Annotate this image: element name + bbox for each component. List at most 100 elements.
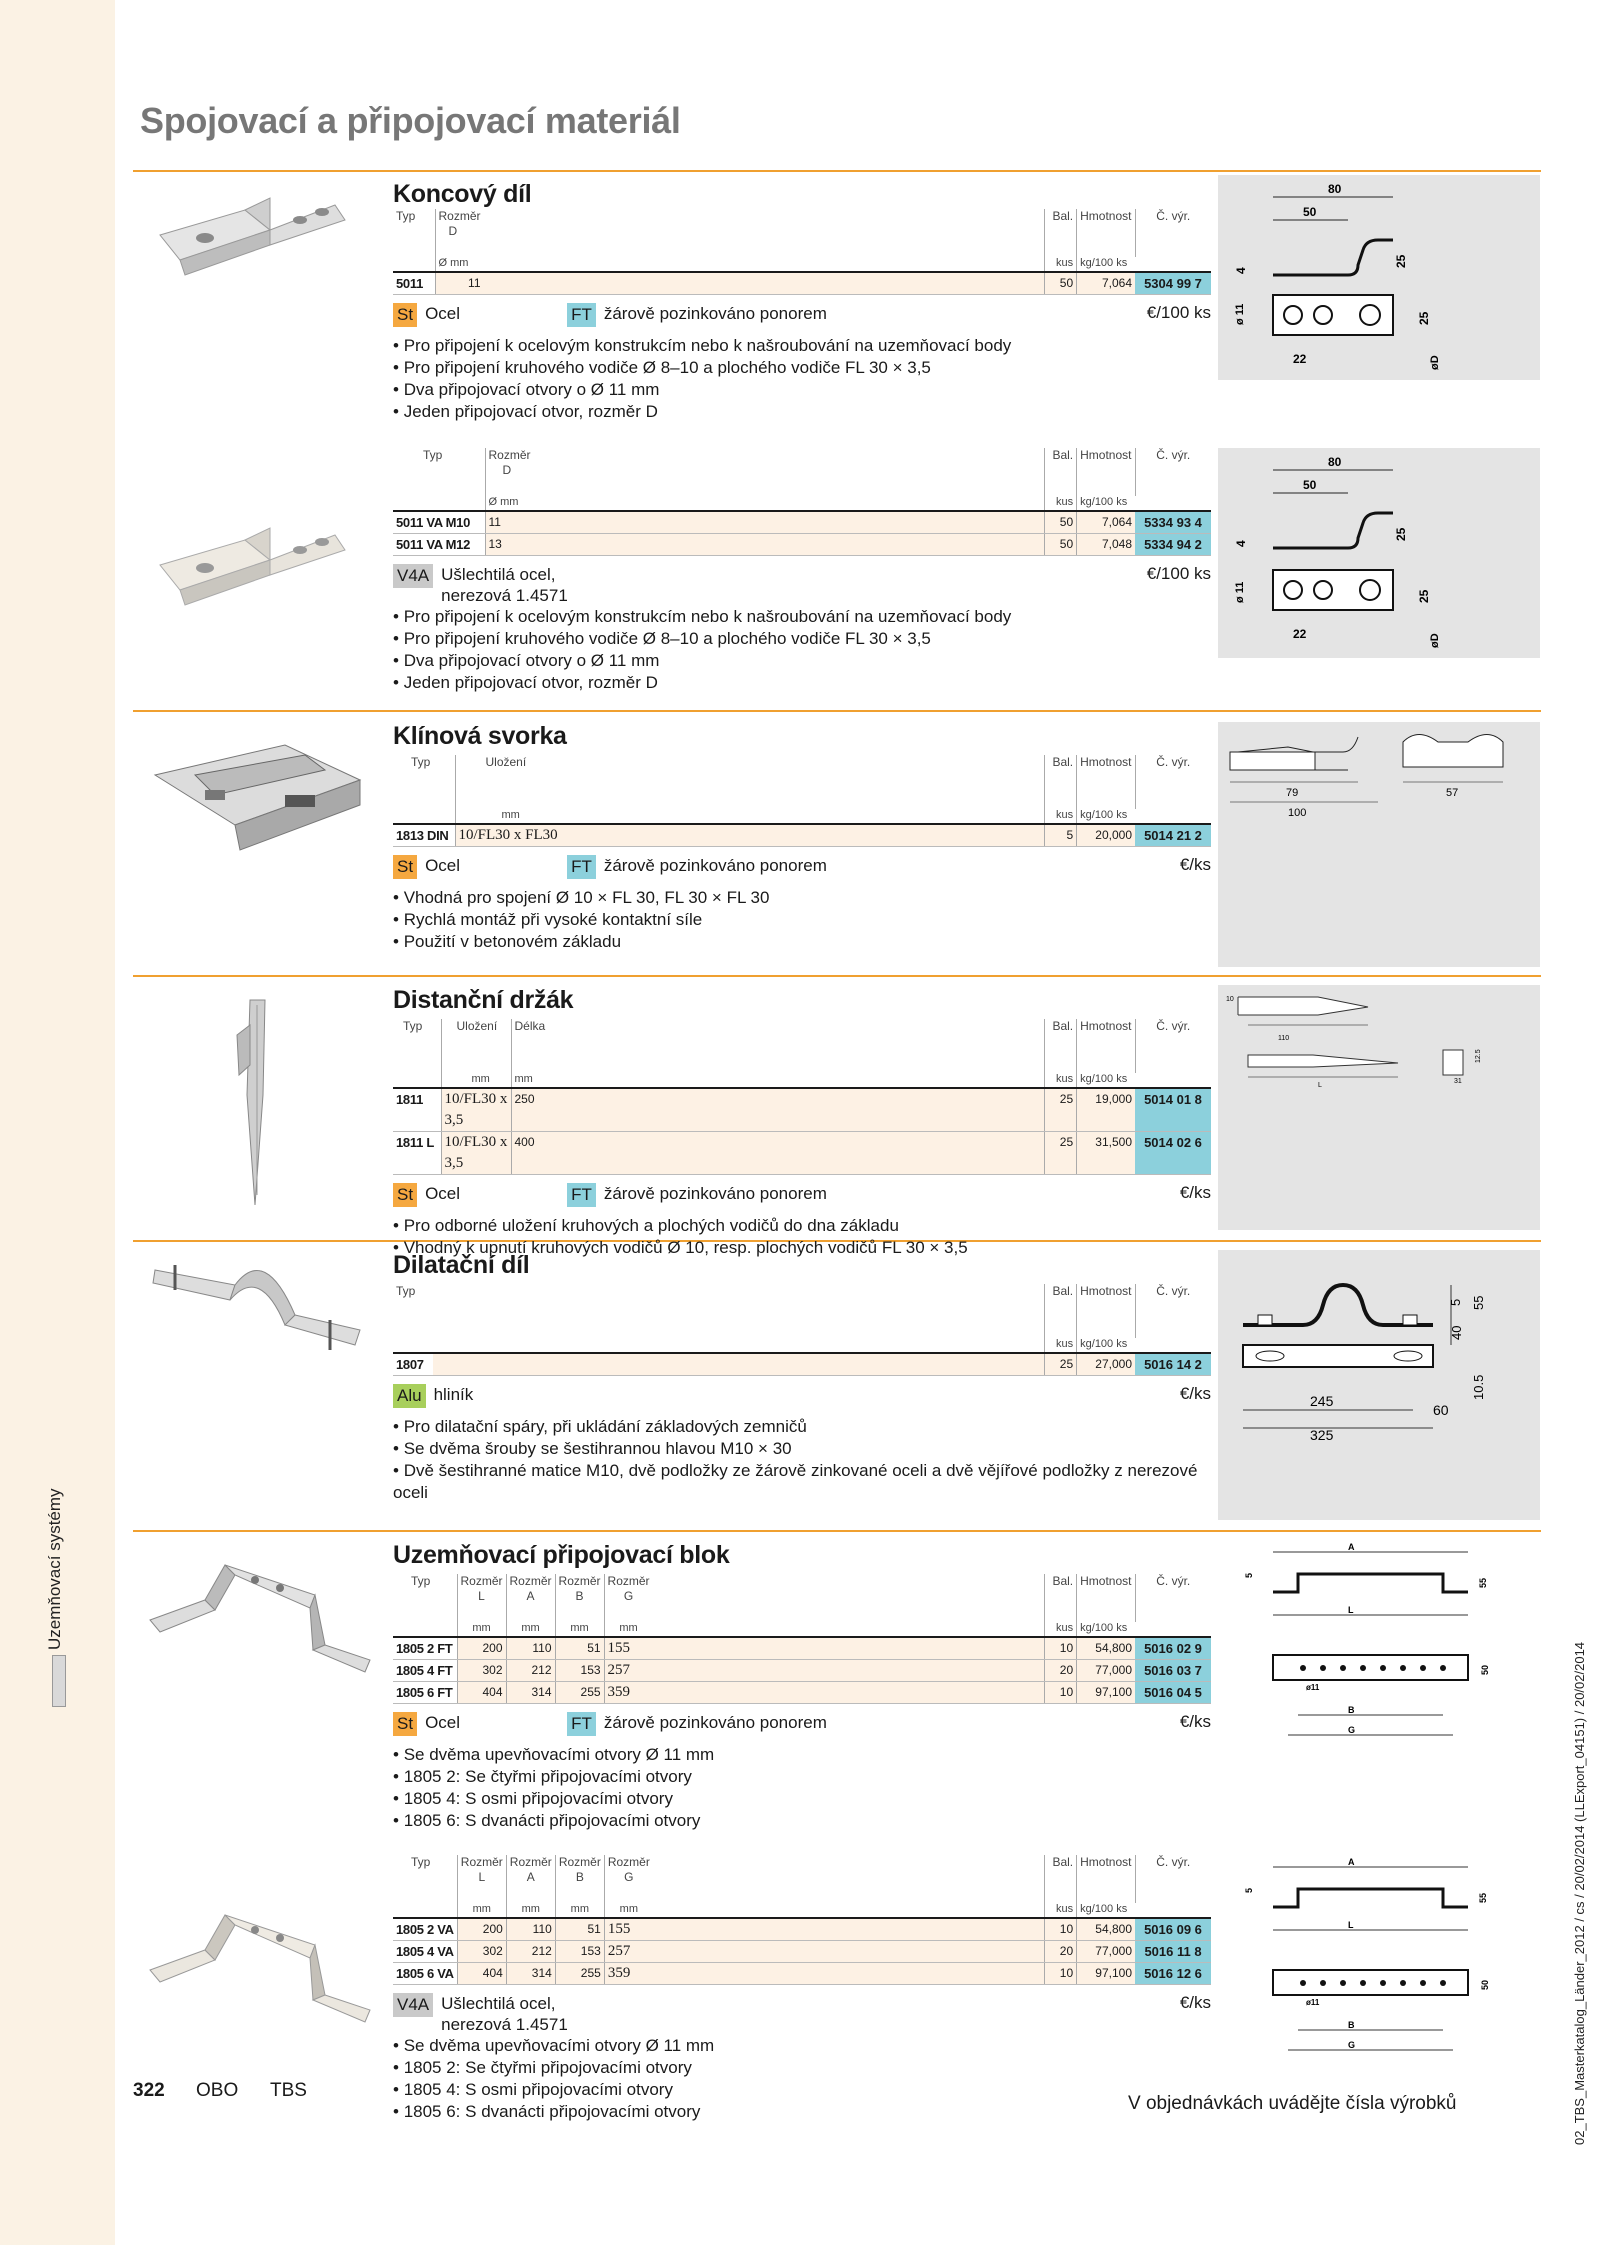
svg-text:4: 4: [1234, 540, 1248, 547]
side-section-label: Uzemňovací systémy: [45, 1488, 64, 1650]
brand-tbs: TBS: [270, 2080, 307, 2101]
stainless-badge: V4A: [393, 564, 434, 588]
svg-text:50: 50: [1303, 205, 1317, 219]
connection-block-va-drawing: A 5 55 L ø11 50 B G: [1218, 1855, 1540, 2070]
col-hmotnost: Hmotnost: [1076, 209, 1135, 239]
price-unit: €/100 ks: [1146, 564, 1211, 583]
section-divider: [133, 975, 1541, 977]
end-piece-photo: [159, 197, 346, 276]
svg-text:B: B: [1348, 2020, 1355, 2030]
wedge-clamp-photo: [153, 744, 362, 851]
brand-obo: OBO: [196, 2080, 239, 2101]
svg-text:5: 5: [1448, 1299, 1463, 1306]
section-title: Distanční držák: [393, 986, 574, 1014]
price-unit: €/ks: [1179, 1993, 1211, 2012]
col-cvyr: Č. výr.: [1134, 209, 1211, 257]
svg-text:5: 5: [1244, 1888, 1254, 1893]
price-unit: €/ks: [1179, 855, 1211, 874]
col-bal: Bal.: [1044, 209, 1077, 239]
end-piece-drawing: 80 50 25 4 ø 11 25 22 øD: [1218, 175, 1540, 380]
svg-text:79: 79: [1286, 787, 1298, 799]
left-margin-band: [0, 0, 115, 2245]
aluminium-badge: Alu: [393, 1384, 426, 1408]
end-piece-va-drawing: 80 50 25 4 ø 11 25 22 øD: [1218, 448, 1540, 658]
svg-text:B: B: [1348, 1705, 1355, 1715]
section-title: Klínová svorka: [393, 722, 567, 750]
svg-text:L: L: [1348, 1920, 1354, 1930]
svg-text:40: 40: [1449, 1326, 1464, 1340]
svg-text:60: 60: [1433, 1402, 1449, 1418]
svg-text:L: L: [1348, 1605, 1354, 1615]
price-unit: €/ks: [1179, 1712, 1211, 1731]
unit-kus: kus: [1044, 257, 1077, 273]
svg-text:25: 25: [1417, 311, 1431, 325]
svg-text:80: 80: [1328, 182, 1342, 196]
feature-list: Se dvěma upevňovacími otvory Ø 11 mm1805…: [393, 1744, 1211, 1832]
unit-mm: Ø mm: [434, 257, 484, 273]
svg-text:55: 55: [1478, 1578, 1488, 1588]
spacer-holder-photo: [236, 999, 266, 1206]
section-title: Uzemňovací připojovací blok: [393, 1541, 730, 1569]
steel-badge: St: [393, 303, 418, 327]
wedge-clamp-drawing: 79 57 100: [1218, 722, 1540, 967]
svg-text:25: 25: [1394, 527, 1408, 541]
svg-text:ø11: ø11: [1306, 1683, 1320, 1692]
page-title: Spojovací a připojovací materiál: [140, 100, 681, 141]
section-divider: [133, 710, 1541, 712]
price-unit: €/ks: [1179, 1183, 1211, 1202]
svg-text:A: A: [1348, 1542, 1355, 1552]
svg-text:12.5: 12.5: [1475, 1049, 1482, 1063]
material-line: St Ocel FT žárově pozinkováno ponorem €/…: [393, 303, 1211, 331]
expansion-piece-photo: [152, 1265, 361, 1350]
section-divider: [133, 170, 1541, 172]
feature-list: Pro připojení k ocelovým konstrukcím neb…: [393, 335, 1211, 423]
svg-text:110: 110: [1278, 1035, 1289, 1042]
feature-list: Pro připojení k ocelovým konstrukcím neb…: [393, 606, 1211, 694]
spacer-holder-drawing: 10 110 L 12.5 31: [1218, 985, 1540, 1230]
svg-text:325: 325: [1310, 1427, 1334, 1443]
svg-text:80: 80: [1328, 455, 1342, 469]
connection-block-va-photo: [149, 1914, 371, 2023]
section-title: Dilatační díl: [393, 1251, 530, 1279]
svg-text:22: 22: [1293, 352, 1307, 366]
feature-list: Se dvěma upevňovacími otvory Ø 11 mm1805…: [393, 2035, 1211, 2123]
svg-text:5: 5: [1244, 1573, 1254, 1578]
svg-text:50: 50: [1480, 1980, 1490, 1990]
svg-text:ø 11: ø 11: [1234, 304, 1246, 325]
footer-note: V objednávkách uvádějte čísla výrobků: [1128, 2093, 1457, 2114]
connection-block-photo: [149, 1564, 371, 1673]
svg-text:G: G: [1348, 2040, 1355, 2050]
price-unit: €/100 ks: [1146, 303, 1211, 322]
svg-text:100: 100: [1288, 807, 1306, 819]
material-line: V4A Ušlechtilá ocel,nerezová 1.4571 €/ks: [393, 1993, 1211, 2035]
svg-text:25: 25: [1417, 589, 1431, 603]
svg-text:25: 25: [1394, 254, 1408, 268]
col-typ: Typ: [396, 209, 416, 223]
